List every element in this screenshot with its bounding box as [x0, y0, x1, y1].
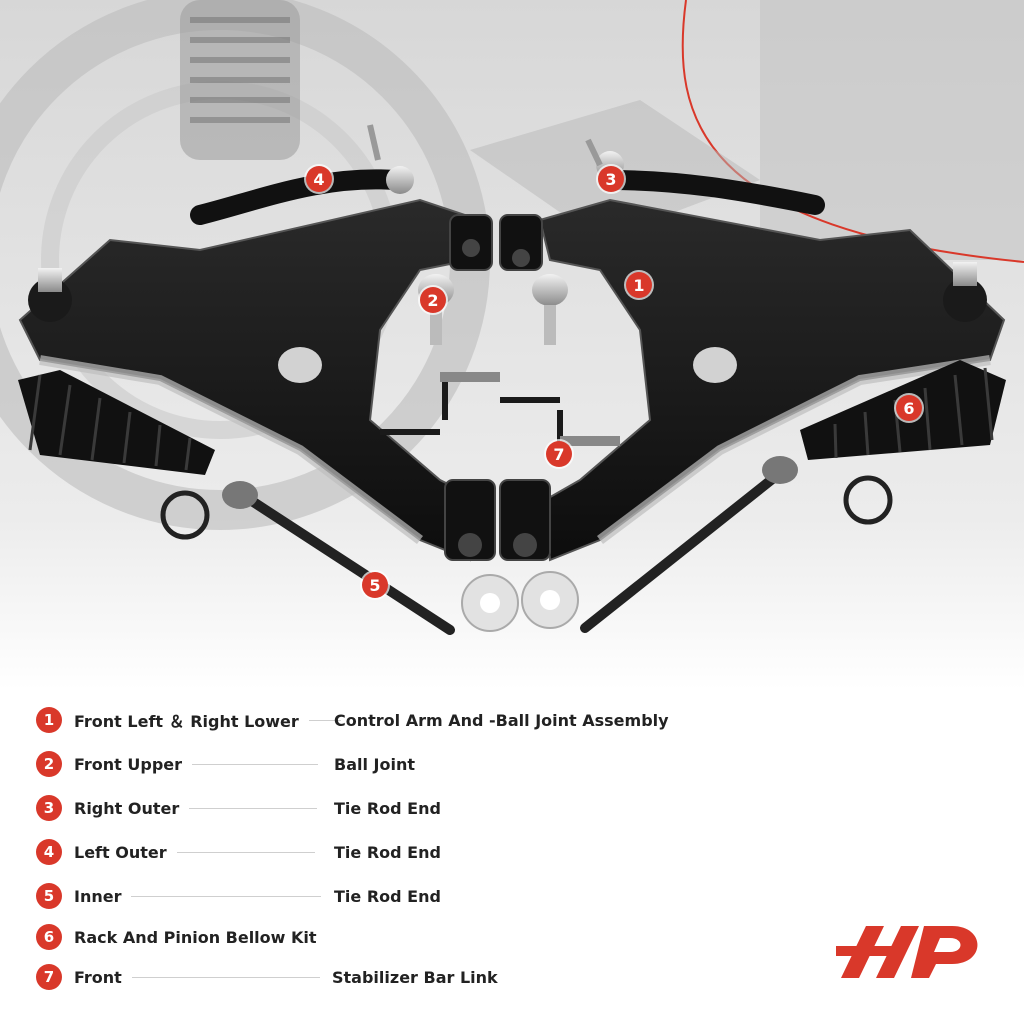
- legend-part-position: Right Outer: [74, 798, 180, 818]
- callout-1: 1: [626, 272, 652, 298]
- legend-item: 5 Inner Tie Rod End: [36, 882, 796, 910]
- legend-part-position: Inner: [74, 886, 122, 906]
- legend-item: 2 Front Upper Ball Joint: [36, 750, 796, 778]
- legend-part-type: Ball Joint: [334, 754, 415, 774]
- legend-divider: [308, 719, 341, 721]
- callout-5: 5: [362, 572, 388, 598]
- legend-divider: [131, 895, 322, 897]
- legend-number: 6: [36, 924, 62, 950]
- legend-divider: [131, 976, 320, 978]
- legend-item: 6 Rack And Pinion Bellow Kit: [36, 923, 796, 951]
- callout-2: 2: [420, 287, 446, 313]
- legend-divider: [189, 807, 318, 809]
- legend-part-position: Rack And Pinion Bellow Kit: [74, 927, 317, 947]
- legend-part-position: Front: [74, 967, 122, 987]
- legend-part-type: Tie Rod End: [334, 886, 441, 906]
- legend-number: 1: [36, 707, 62, 733]
- legend-number: 2: [36, 751, 62, 777]
- callout-3: 3: [598, 166, 624, 192]
- legend-number: 7: [36, 964, 62, 990]
- product-photo: 1 2 3 4 5 6 7: [0, 0, 1024, 690]
- legend-part-position: Front Left ＆ Right Lower: [74, 712, 299, 731]
- legend-part-type: Control Arm And -Ball Joint Assembly: [334, 710, 669, 730]
- legend-number: 3: [36, 795, 62, 821]
- legend-item: 3 Right Outer Tie Rod End: [36, 794, 796, 822]
- legend-part-type: Tie Rod End: [334, 842, 441, 862]
- a-premium-logo-icon: [830, 906, 986, 986]
- legend-part-type: Tie Rod End: [334, 798, 441, 818]
- legend-number: 4: [36, 839, 62, 865]
- legend-part-position: Left Outer: [74, 842, 167, 862]
- legend-divider: [192, 763, 319, 765]
- legend-item: 1 Front Left ＆ Right Lower Control Arm A…: [36, 706, 796, 734]
- legend-part-position: Front Upper: [74, 754, 183, 774]
- callout-7: 7: [546, 441, 572, 467]
- legend-item: 7 Front Stabilizer Bar Link: [36, 963, 796, 991]
- legend-number: 5: [36, 883, 62, 909]
- legend-divider: [176, 851, 315, 853]
- callout-6: 6: [896, 395, 922, 421]
- callout-4: 4: [306, 166, 332, 192]
- legend-item: 4 Left Outer Tie Rod End: [36, 838, 796, 866]
- legend-part-type: Stabilizer Bar Link: [332, 967, 498, 987]
